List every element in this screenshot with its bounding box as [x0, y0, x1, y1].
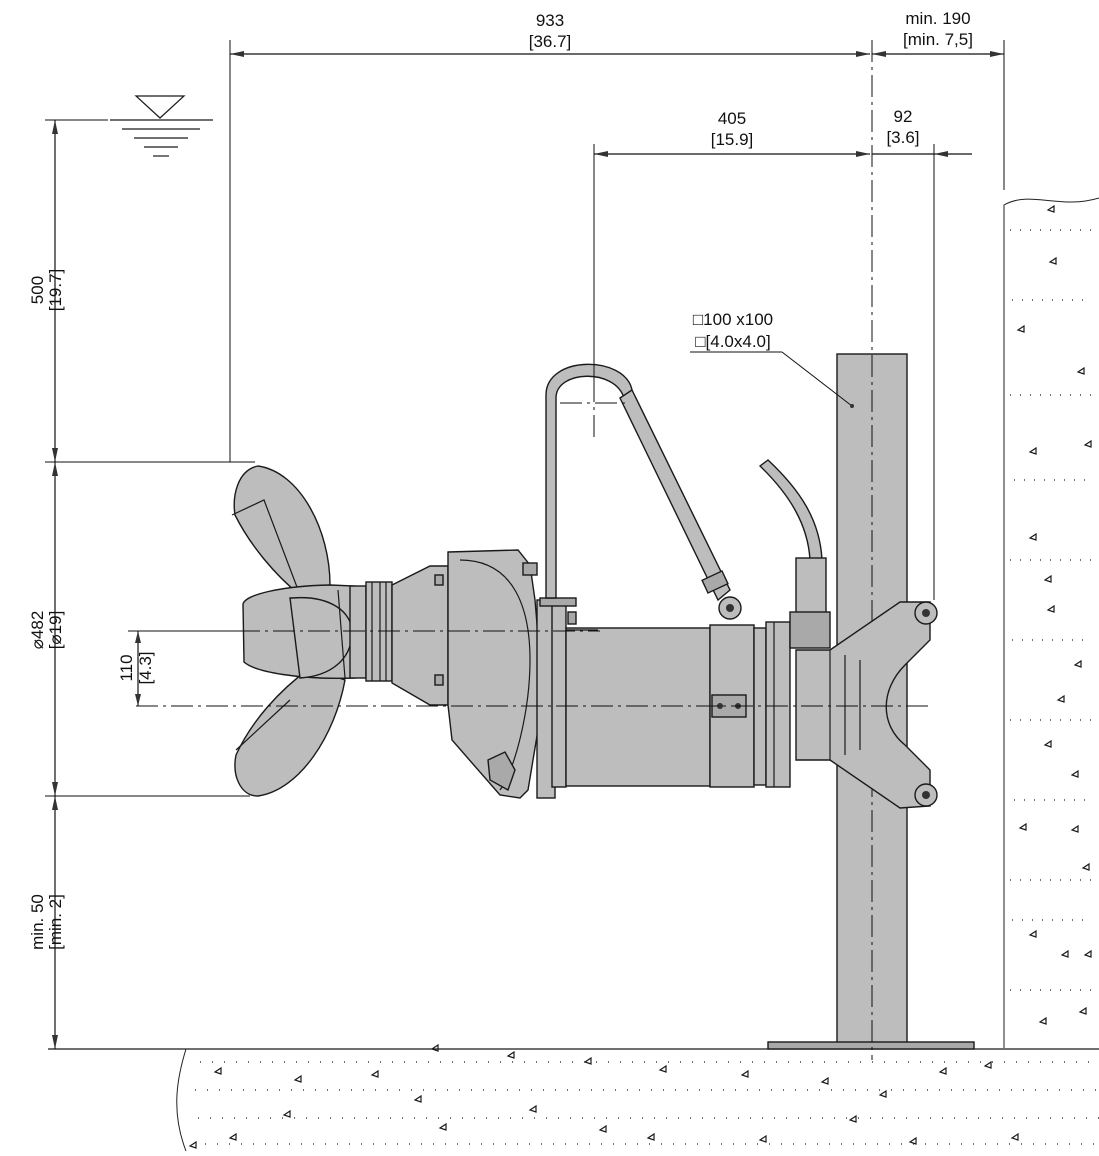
floor-clearance-value: min. 50 [28, 894, 47, 950]
bracket-offset-inch: [3.6] [886, 128, 919, 147]
axis-offset-inch: [4.3] [136, 651, 155, 684]
dim-lift-point-offset: 405 [15.9] [593, 109, 870, 380]
power-cable [758, 459, 831, 649]
concrete-wall [1003, 197, 1099, 1048]
bracket-offset-value: 92 [894, 107, 913, 126]
floor-hatch-marks [188, 1043, 1099, 1149]
axis-offset-value: 110 [117, 654, 136, 681]
propeller [231, 465, 393, 797]
diameter-inch: [⌀19] [46, 611, 65, 650]
lifting-bail [545, 363, 742, 620]
mast-size-value: □100 x100 [693, 310, 773, 329]
dim-floor-clearance: min. 50 [min. 2] [28, 796, 65, 1049]
dim-overall-length: 933 [36.7] [229, 11, 870, 462]
dim-wall-clearance: min. 190 [min. 7,5] [872, 9, 1005, 190]
guide-mast [767, 40, 975, 1060]
gearbox [391, 549, 541, 799]
concrete-floor [48, 1043, 1099, 1152]
mast-size-inch: □[4.0x4.0] [695, 332, 770, 351]
water-level-symbol [110, 95, 213, 157]
dim-bracket-offset: 92 [3.6] [872, 107, 972, 600]
dim-submergence: 500 [19.7] [28, 119, 108, 462]
wall-hatch-marks [1010, 204, 1095, 1025]
dim-propeller-diameter: ⌀482 [⌀19] [28, 461, 255, 797]
submergence-inch: [19.7] [46, 269, 65, 312]
wall-clearance-inch: [min. 7,5] [903, 30, 973, 49]
mast-bracket [795, 601, 938, 809]
motor [536, 597, 791, 799]
mast-size-label: □100 x100 □[4.0x4.0] [690, 310, 854, 408]
diameter-value: ⌀482 [28, 611, 47, 650]
lift-offset-value: 405 [718, 109, 746, 128]
submergence-value: 500 [28, 276, 47, 304]
floor-clearance-inch: [min. 2] [46, 894, 65, 950]
wall-clearance-value: min. 190 [905, 9, 970, 28]
overall-length-value: 933 [536, 11, 564, 30]
lift-offset-inch: [15.9] [711, 130, 754, 149]
dim-axis-offset: 110 [4.3] [117, 630, 238, 706]
overall-length-inch: [36.7] [529, 32, 572, 51]
